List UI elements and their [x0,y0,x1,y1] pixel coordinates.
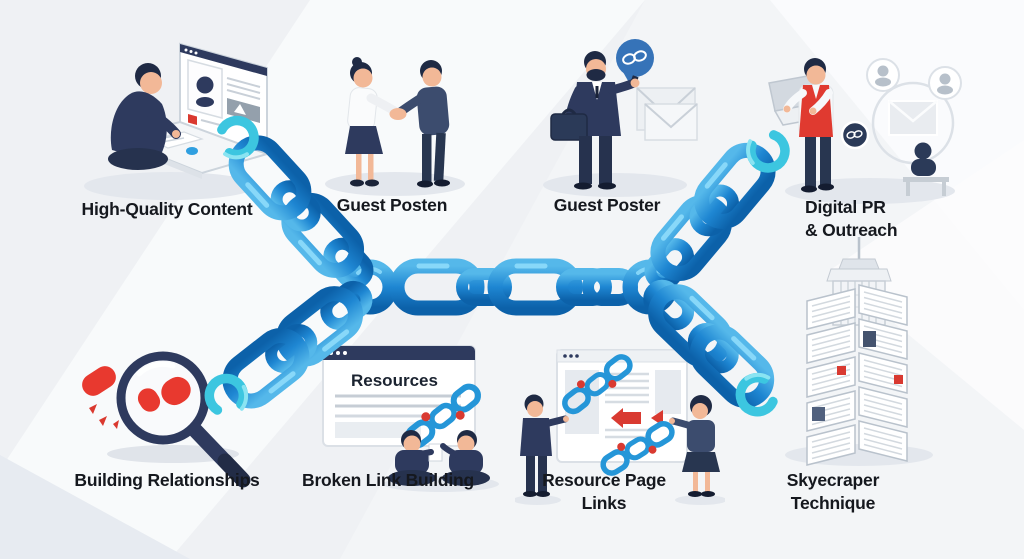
broken-link-icon [82,366,119,429]
seated-figures [388,430,490,486]
resources-window-title: Resources [351,371,438,390]
businessman-figure [550,51,640,190]
label-line: & Outreach [805,219,898,240]
envelope-icon [636,87,698,141]
label-building-relationships: Building Relationships [74,470,260,490]
broken-chain-links-icon [600,420,675,476]
person-at-laptop [108,63,181,170]
skyscraper-technique-illustration [785,237,933,466]
ground-shadow [675,495,725,505]
envelope-icon [888,100,938,136]
resource-page-links-illustration [515,349,725,505]
digital-pr-outreach-illustration [768,58,962,204]
high-quality-content-illustration [84,42,271,200]
building-relationships-illustration [82,351,251,488]
label-line: Resource Page [542,470,666,490]
background-wedge [0,455,190,559]
label-guest-posten: Guest Posten [336,195,448,215]
label-line: Technique [790,492,876,513]
label-line: Links [581,492,627,513]
outreach-network [840,58,962,196]
ground-shadow [515,495,561,505]
skyscraper-building [806,237,908,466]
contact-avatar-icon [939,73,951,85]
broken-chain-links-icon [562,354,633,415]
label-guest-poster: Guest Poster [553,195,661,215]
stacked-webpage-panels [806,284,908,466]
label-line: Digital PR [805,197,886,217]
briefcase-icon [550,113,588,141]
beard [586,69,606,81]
bench [903,177,949,182]
label-broken-link-building: Broken Link Building [302,470,474,490]
magnifier-icon [116,351,251,488]
label-skyscraper-technique: Skyecraper Technique [786,469,880,515]
contact-avatar-icon [877,65,889,77]
handshake-figures [345,57,450,188]
red-arrow-icon [623,412,641,424]
label-resource-page-links: Resource Page Links [542,469,666,515]
label-line: Skyecraper [786,470,880,490]
person-with-laptop [768,58,834,193]
label-high-quality-content: High-Quality Content [81,199,253,219]
handshake-hands [389,108,407,120]
link-badge-icon [840,120,870,150]
guest-poster-illustration [543,39,698,197]
speech-bubble-link-icon [616,39,654,86]
avatar [196,76,214,94]
background-wedge [830,140,1024,430]
broken-chain-links-icon [404,383,482,449]
guest-posten-illustration [325,57,465,196]
ground-shadow [84,172,256,200]
label-digital-pr-outreach: Digital PR & Outreach [805,196,898,242]
blue-paper-plane-icon [186,147,198,155]
standing-man-figure [520,394,569,497]
